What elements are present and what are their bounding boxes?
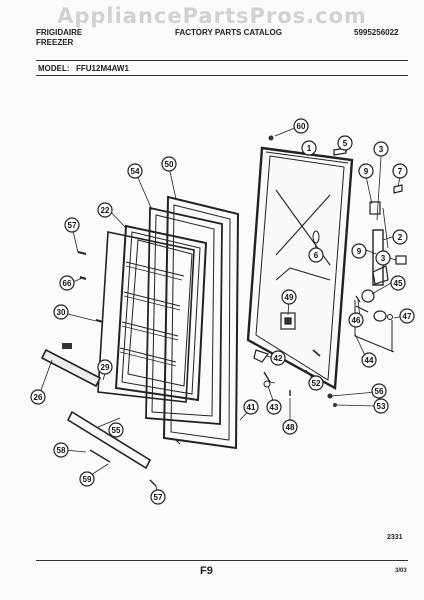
- callout-59: 59: [79, 471, 95, 487]
- footer-rule: [36, 560, 408, 561]
- revision-date: 3/03: [395, 568, 407, 574]
- callout-label: 50: [165, 160, 174, 169]
- callout-29: 29: [97, 359, 113, 375]
- product-category: FREEZER: [36, 38, 74, 47]
- shelf-bar-parts: [40, 251, 181, 487]
- callout-56-mid: 55: [108, 422, 124, 438]
- callout-1: 1: [301, 140, 317, 156]
- header-rule-bottom: [36, 75, 408, 76]
- callout-label: 6: [314, 251, 319, 260]
- callout-label: 9: [357, 247, 362, 256]
- callout-44: 44: [361, 352, 377, 368]
- callout-9: 9: [358, 163, 374, 179]
- callout-48: 48: [282, 419, 298, 435]
- callout-label: 44: [365, 356, 374, 365]
- callout-label: 46: [352, 316, 361, 325]
- callout-52: 52: [308, 375, 324, 391]
- callout-5: 5: [337, 135, 353, 151]
- callout-label: 7: [398, 167, 403, 176]
- document-number: 5995256022: [354, 28, 399, 37]
- callout-3-top: 3: [373, 141, 389, 157]
- callout-label: 57: [154, 493, 163, 502]
- callout-label: 60: [297, 122, 306, 131]
- callout-label: 45: [394, 279, 403, 288]
- callout-3-mid: 3: [375, 250, 391, 266]
- callout-54: 56: [371, 383, 387, 399]
- callout-43: 43: [266, 399, 282, 415]
- callout-53: 53: [373, 398, 389, 414]
- callout-2: 2: [392, 229, 408, 245]
- callout-label: 49: [285, 293, 294, 302]
- callout-label: 41: [247, 403, 256, 412]
- callout-49: 49: [281, 289, 297, 305]
- callout-label: 56: [375, 387, 384, 396]
- callout-42: 42: [270, 350, 286, 366]
- callout-label: 66: [63, 279, 72, 288]
- page-label: F9: [200, 565, 213, 577]
- callout-label: 52: [312, 379, 321, 388]
- model-number: FFU12M4AW1: [76, 64, 129, 73]
- callout-60: 60: [293, 118, 309, 134]
- callout-label: 54: [131, 167, 140, 176]
- callout-58: 58: [53, 442, 69, 458]
- callout-label: 47: [403, 312, 412, 321]
- callout-22: 22: [97, 202, 113, 218]
- callout-label: 58: [57, 446, 66, 455]
- callout-6: 6: [308, 247, 324, 263]
- catalog-title: FACTORY PARTS CATALOG: [175, 28, 282, 37]
- callout-label: 30: [57, 308, 66, 317]
- header-rule-top: [36, 60, 408, 61]
- model-label: MODEL:: [38, 64, 70, 73]
- callout-label: 57: [68, 221, 77, 230]
- callout-label: 53: [377, 402, 386, 411]
- callout-label: 5: [343, 139, 348, 148]
- brand-name: FRIGIDAIRE: [36, 28, 83, 37]
- callout-label: 55: [112, 426, 121, 435]
- callout-label: 3: [381, 254, 386, 263]
- callout-7: 7: [392, 163, 408, 179]
- callout-26: 26: [30, 389, 46, 405]
- callout-47: 47: [399, 308, 415, 324]
- callout-30: 30: [53, 304, 69, 320]
- callout-label: 48: [286, 423, 295, 432]
- callout-45: 45: [390, 275, 406, 291]
- callout-label: 9: [364, 167, 369, 176]
- callout-label: 42: [274, 354, 283, 363]
- callout-41: 41: [243, 399, 259, 415]
- callout-markers: 60 1 5 3 7 9 2 9 3 6 45 46 47 44 49 50 5…: [30, 118, 415, 505]
- callout-label: 3: [379, 145, 384, 154]
- callout-label: 29: [101, 363, 110, 372]
- callout-57-bottom: 57: [150, 489, 166, 505]
- callout-46-right: 46: [348, 312, 364, 328]
- callout-50: 50: [161, 156, 177, 172]
- callout-55: 54: [127, 163, 143, 179]
- callout-9b: 9: [351, 243, 367, 259]
- watermark: AppliancePartsPros.com: [57, 4, 367, 28]
- callout-label: 22: [101, 206, 110, 215]
- callout-label: 43: [270, 403, 279, 412]
- callout-label: 26: [34, 393, 43, 402]
- callout-label: 1: [307, 144, 312, 153]
- diagram-code: 2331: [387, 534, 403, 541]
- callout-label: 59: [83, 475, 92, 484]
- callout-57-top: 57: [64, 217, 80, 233]
- callout-label: 2: [398, 233, 403, 242]
- door-gasket-assembly: [97, 195, 240, 450]
- callout-66: 66: [59, 275, 75, 291]
